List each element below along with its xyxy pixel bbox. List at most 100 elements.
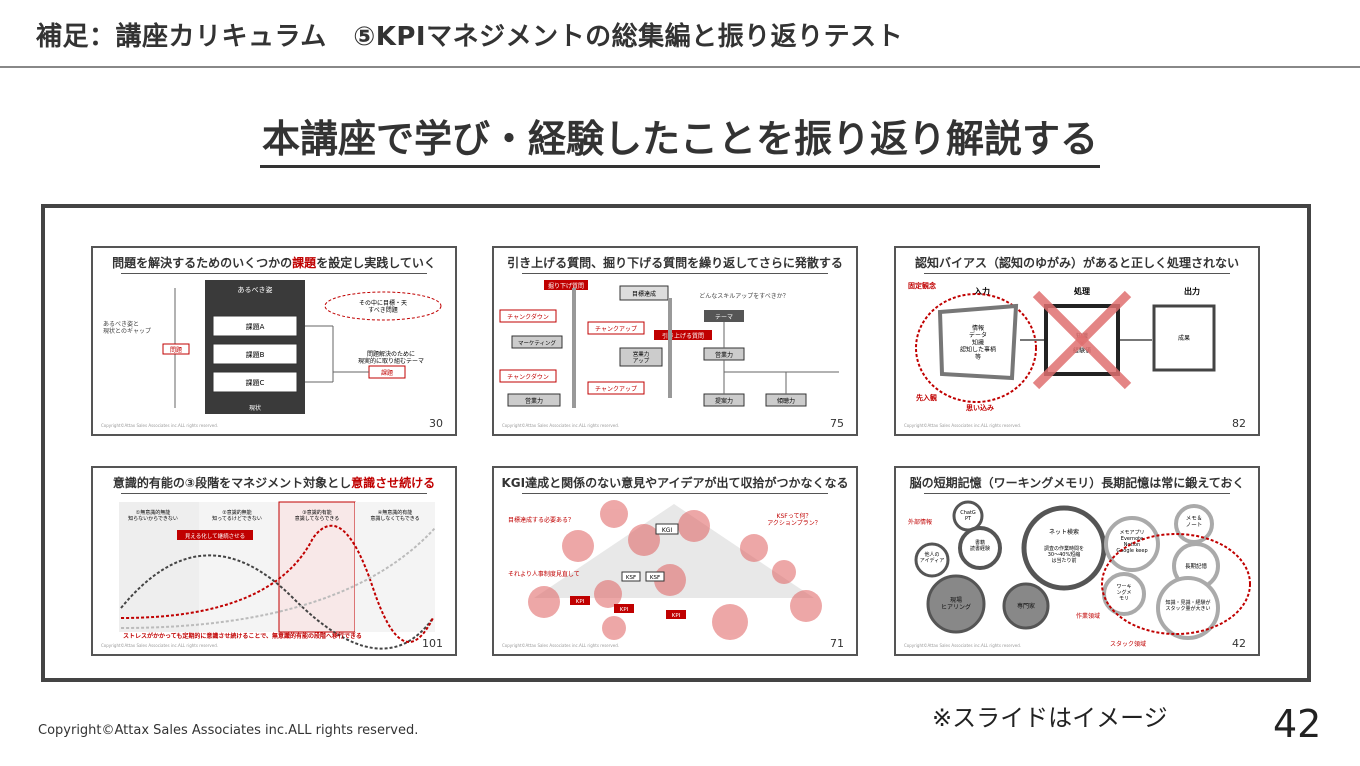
slide-5-page: 71 <box>830 637 844 650</box>
kgi-box <box>655 523 679 535</box>
image-note: ※スライドはイメージ <box>932 704 1168 732</box>
svg-text:引き上げる質問: 引き上げる質問 <box>662 332 704 340</box>
slide-thumbnail-5: KGI KSF KSF KPI KPI KPI 目標達成する必要ある？ KSFっ… <box>492 466 858 656</box>
svg-text:どんなスキルアップをすべきか？: どんなスキルアップをすべきか？ <box>699 292 789 300</box>
slide-2-title: 引き上げる質問、掘り下げる質問を繰り返してさらに発散する <box>494 254 856 274</box>
slide-6-page: 42 <box>1232 637 1246 650</box>
slide-6-title: 脳の短期記憶（ワーキングメモリ）長期記憶は常に鍛えておく <box>896 474 1258 494</box>
sales2-box <box>507 393 561 407</box>
target-label: その中に目標・天すべき問題 <box>359 299 407 314</box>
svg-text:成果: 成果 <box>1178 334 1190 342</box>
main-title: 本講座で学び・経験したことを振り返り解説する <box>0 108 1360 168</box>
svg-text:長期記憶: 長期記憶 <box>1185 562 1208 570</box>
svg-text:KSFって何？アクションプラン？: KSFって何？アクションプラン？ <box>767 512 821 527</box>
bias-ellipse <box>915 293 1037 403</box>
chunkup-box-1 <box>587 321 645 335</box>
gap-label: あるべき姿と現状とのギャップ <box>103 320 151 335</box>
svg-text:①無意識的無能知らないからできない: ①無意識的無能知らないからできない <box>128 509 178 522</box>
chunkup-box-2 <box>587 381 645 395</box>
problem-box <box>162 343 190 355</box>
svg-text:KPI: KPI <box>620 607 629 613</box>
svg-text:KGI: KGI <box>662 527 673 534</box>
svg-text:③意識的有能意識してならできる: ③意識的有能意識してならできる <box>295 509 340 522</box>
svg-text:KSF: KSF <box>626 575 636 581</box>
target-ellipse <box>324 291 442 321</box>
svg-text:営業力: 営業力 <box>525 397 543 405</box>
task-a-box <box>212 315 298 337</box>
svg-text:掘り下げ質問: 掘り下げ質問 <box>548 282 584 290</box>
slide-4-copyright: Copyright©Attax Sales Associates inc.ALL… <box>101 643 219 648</box>
task-b-box <box>212 343 298 365</box>
page-number: 42 <box>1273 702 1322 746</box>
input-shape <box>937 303 1019 381</box>
curve-1 <box>120 554 434 650</box>
svg-text:外部情報: 外部情報 <box>908 518 932 526</box>
dig-badge <box>544 280 588 290</box>
cross-mark-2 <box>1032 290 1132 390</box>
copyright: Copyright©Attax Sales Associates inc.ALL… <box>38 723 419 738</box>
svg-text:目標達成する必要ある？: 目標達成する必要ある？ <box>508 516 574 524</box>
slide-1-page: 30 <box>429 417 443 430</box>
slide-thumbnail-2: 掘り下げ質問 目標達成 どんなスキルアップをすべきか？ チャンクダウン チャンク… <box>492 246 858 436</box>
svg-text:処理: 処理 <box>1073 286 1090 296</box>
slide-6-copyright: Copyright©Attax Sales Associates inc.ALL… <box>904 643 1022 648</box>
svg-text:チャンクアップ: チャンクアップ <box>595 326 637 333</box>
noise-circles <box>528 500 822 640</box>
svg-text:マーケティング: マーケティング <box>518 339 557 347</box>
slide-4-diagram: ①無意識的無能知らないからできない ②意識的無能知ってるけどできない ③意識的有… <box>119 501 436 650</box>
svg-text:現場ヒアリング: 現場ヒアリング <box>941 596 971 611</box>
slide-4-title: 意識的有能の③段階をマネジメント対象とし意識させ続ける <box>93 474 455 494</box>
net-circle <box>1021 505 1107 591</box>
header-divider <box>0 66 1360 68</box>
svg-text:KSF: KSF <box>650 575 660 581</box>
svg-text:情報データ知識認知した事柄等: 情報データ知識認知した事柄等 <box>960 324 996 361</box>
svg-text:目標達成: 目標達成 <box>632 290 656 298</box>
svg-text:思い込み: 思い込み <box>966 403 994 412</box>
slide-1-copyright: Copyright©Attax Sales Associates inc.ALL… <box>101 423 219 428</box>
slide-5-title: KGI達成と関係のない意見やアイデアが出て収拾がつかなくなる <box>494 474 856 494</box>
header-title: 補足：講座カリキュラム ⑤KPIマネジメントの総集編と振り返りテスト <box>36 22 904 52</box>
svg-text:ワーキングメモリ: ワーキングメモリ <box>1116 584 1131 602</box>
task-c-box <box>212 371 298 393</box>
svg-text:専門家: 専門家 <box>1017 602 1035 610</box>
svg-text:メモ＆ノート: メモ＆ノート <box>1186 515 1203 529</box>
svg-text:チャンクアップ: チャンクアップ <box>595 386 637 393</box>
pull-badge <box>654 330 712 340</box>
slide-1-diagram: あるべき姿 課題A 課題B 課題C 現状 問題 あるべき姿と現状とのギャップ そ… <box>103 280 442 414</box>
kadai-label: 課題 <box>381 369 393 377</box>
main-title-text: 本講座で学び・経験したことを振り返り解説する <box>259 117 1100 168</box>
theme-box <box>704 310 744 322</box>
slide-4-page: 101 <box>422 637 443 650</box>
slide-2-page: 75 <box>830 417 844 430</box>
task-c-label: 課題C <box>246 378 265 387</box>
output-box <box>1152 304 1216 372</box>
svg-text:書籍読書経験: 書籍読書経験 <box>970 539 990 552</box>
pyramid <box>534 504 814 598</box>
svg-text:テーマ: テーマ <box>715 314 733 321</box>
task-b-label: 課題B <box>246 350 265 359</box>
header: 補足：講座カリキュラム ⑤KPIマネジメントの総集編と振り返りテスト <box>0 0 1360 68</box>
marketing-box <box>511 335 563 349</box>
badge <box>177 530 253 540</box>
slide-3-copyright: Copyright©Attax Sales Associates inc.ALL… <box>904 423 1022 428</box>
task-a-label: 課題A <box>246 322 265 331</box>
slide-5-diagram: KGI KSF KSF KPI KPI KPI 目標達成する必要ある？ KSFっ… <box>508 500 822 640</box>
practice-label: 問題解決のために現実的に取り組むテーマ <box>358 350 424 365</box>
slides-frame: あるべき姿 課題A 課題B 課題C 現状 問題 あるべき姿と現状とのギャップ そ… <box>41 204 1311 682</box>
svg-text:営業力アップ: 営業力アップ <box>633 350 650 365</box>
svg-text:ネット検索: ネット検索 <box>1049 528 1079 536</box>
svg-text:固定観念: 固定観念 <box>908 281 937 290</box>
svg-text:他人のアイディア: 他人のアイディア <box>920 551 944 564</box>
svg-text:④無意識的有能意識しなくてもできる: ④無意識的有能意識しなくてもできる <box>370 509 419 522</box>
svg-text:出力: 出力 <box>1184 286 1200 296</box>
svg-text:チャンクダウン: チャンクダウン <box>507 313 549 321</box>
sales-up-box <box>619 347 663 367</box>
svg-text:営業力: 営業力 <box>715 351 733 359</box>
long-term-ellipse <box>1101 533 1251 635</box>
slide-thumbnail-1: あるべき姿 課題A 課題B 課題C 現状 問題 あるべき姿と現状とのギャップ そ… <box>91 246 457 436</box>
